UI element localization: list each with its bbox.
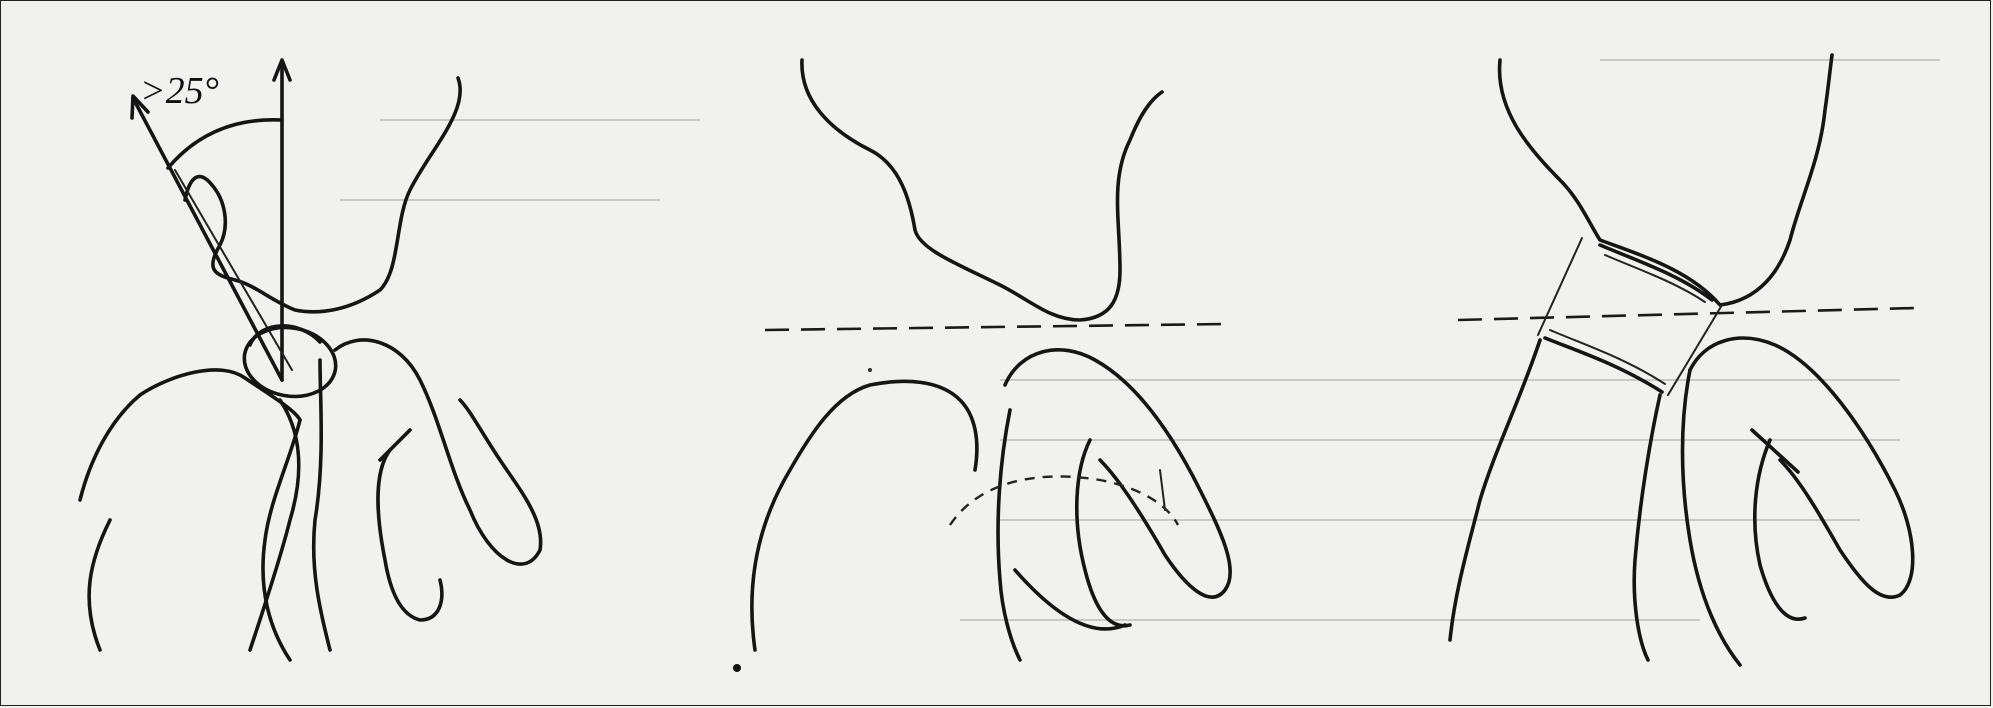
middle-central-shaft — [998, 410, 1020, 660]
left-angle-arc — [168, 120, 282, 168]
scan-speck — [868, 368, 872, 372]
left-right-bone — [335, 340, 541, 564]
panel-right — [1450, 55, 1915, 665]
scan-speck — [733, 664, 741, 672]
right-right-bone — [1690, 338, 1913, 597]
middle-right-bone-hook — [1077, 440, 1130, 626]
right-joint-slab-top — [1600, 245, 1712, 300]
left-lunate-ellipse — [239, 321, 341, 404]
left-lower-left-shaft — [89, 520, 110, 650]
right-reference-dashed-line — [1458, 308, 1915, 320]
right-upper-bone — [1500, 55, 1832, 305]
left-guide-line — [175, 170, 292, 370]
right-joint-line-right — [1668, 305, 1722, 395]
right-joint-line-left — [1538, 238, 1582, 335]
panel-middle — [752, 60, 1230, 660]
angle-label: >25° — [140, 72, 219, 110]
right-tick-mark — [1752, 430, 1798, 472]
middle-small-tick — [1160, 470, 1165, 510]
middle-upper-bone — [802, 60, 1162, 320]
middle-lower-left-bone — [752, 381, 977, 650]
right-joint-slab-bottom-inner — [1550, 330, 1665, 384]
left-right-bone-outer — [314, 360, 330, 650]
left-inner-stroke — [250, 400, 299, 650]
right-lower-left-bone — [1450, 340, 1540, 640]
right-joint-slab-bottom — [1545, 338, 1662, 392]
left-right-bone-inner — [378, 450, 442, 620]
panel-left — [80, 60, 541, 660]
left-axis-oblique — [133, 98, 282, 380]
middle-right-bone — [1005, 350, 1230, 597]
right-right-bone-hook — [1755, 440, 1805, 619]
middle-reference-dashed-line — [765, 324, 1225, 330]
left-central-stroke — [263, 420, 300, 660]
left-tick-mark — [380, 430, 410, 460]
